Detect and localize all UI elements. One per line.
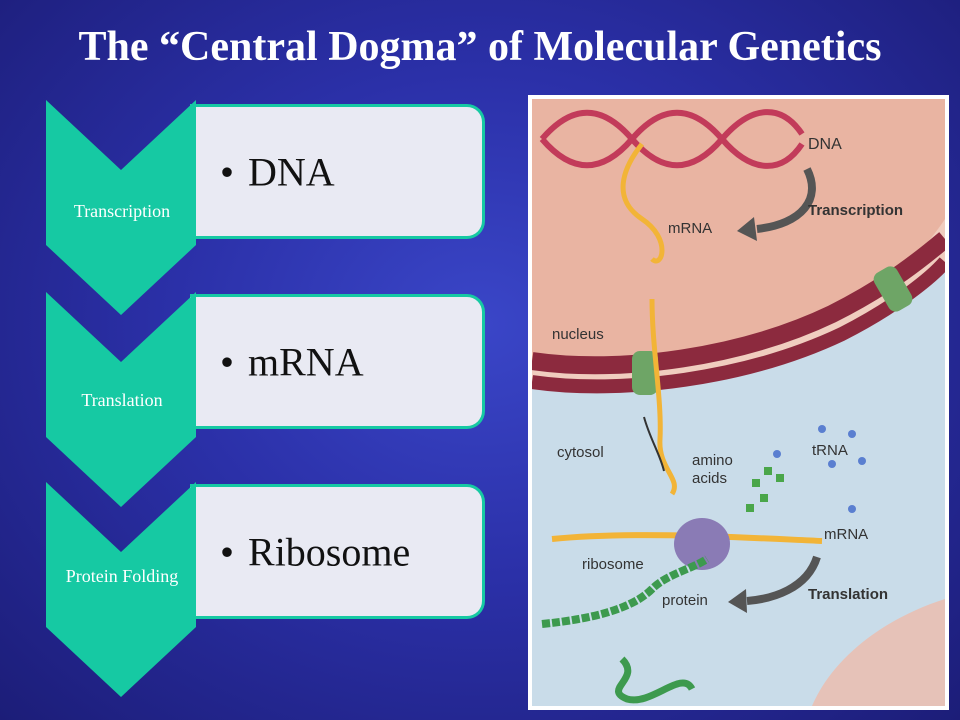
label-transcription: Transcription [808, 202, 903, 219]
label-mrna-bottom: mRNA [824, 526, 868, 543]
label-nucleus: nucleus [552, 326, 604, 343]
chevron-translation [46, 292, 196, 507]
process-flow: DNA Transcription mRNA Translation Ribos… [0, 0, 520, 720]
step-item-ribosome: Ribosome [220, 528, 410, 575]
label-translation: Translation [808, 586, 888, 603]
central-dogma-illustration: DNA Transcription mRNA nucleus cytosol a… [528, 95, 949, 710]
cell-diagram: DNA Transcription mRNA nucleus cytosol a… [532, 99, 945, 706]
label-trna: tRNA [812, 442, 848, 459]
step-label-translation: Translation [81, 390, 163, 410]
label-acids: acids [692, 470, 727, 487]
chevron-transcription [46, 100, 196, 315]
label-cytosol: cytosol [557, 444, 604, 461]
label-amino: amino [692, 452, 733, 469]
step-box-mrna: mRNA [190, 294, 485, 429]
label-dna: DNA [808, 136, 842, 153]
step-label-transcription: Transcription [73, 201, 171, 221]
step-item-mrna: mRNA [220, 338, 364, 385]
chevron-protein-folding [46, 482, 196, 697]
label-ribosome: ribosome [582, 556, 644, 573]
label-protein: protein [662, 592, 708, 609]
step-label-protein-folding: Protein Folding [65, 566, 179, 586]
step-item-dna: DNA [220, 148, 335, 195]
label-mrna-top: mRNA [668, 220, 712, 237]
step-box-ribosome: Ribosome [190, 484, 485, 619]
step-box-dna: DNA [190, 104, 485, 239]
slide-title: The “Central Dogma” of Molecular Genetic… [78, 24, 882, 70]
